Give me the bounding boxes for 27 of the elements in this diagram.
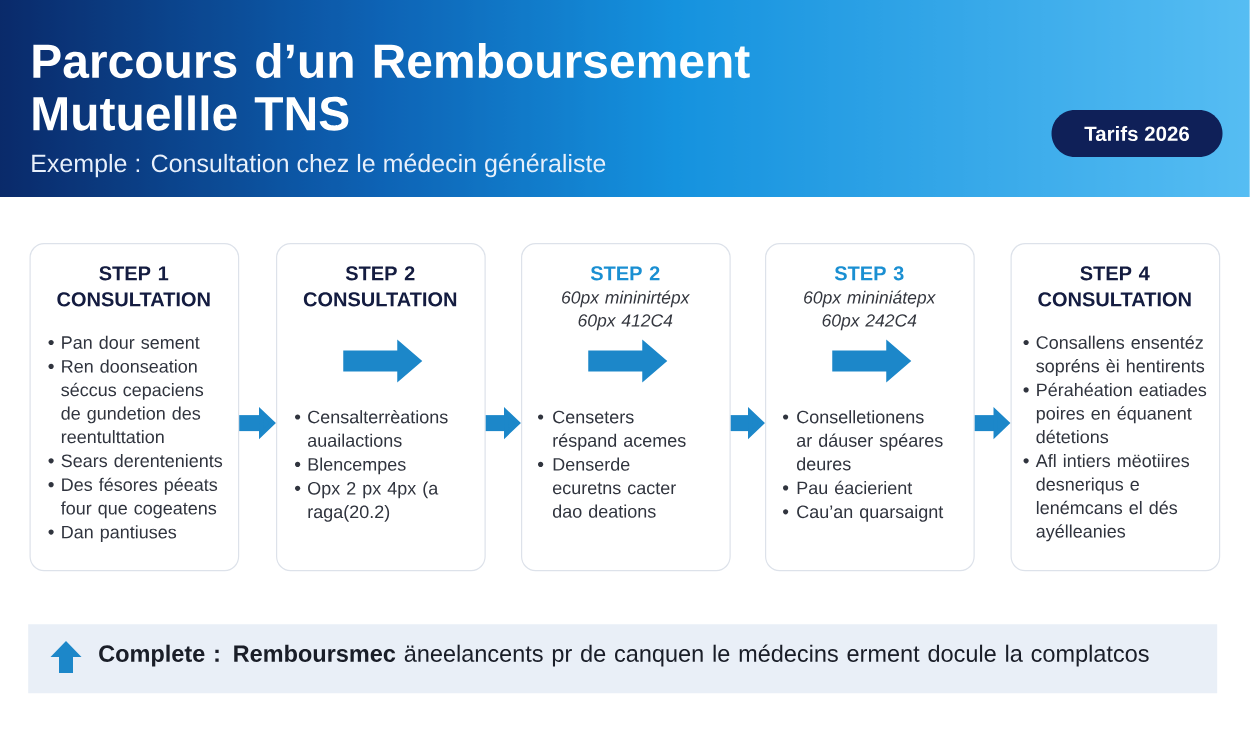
step-heading: STEP 2 — [590, 266, 660, 281]
bullet-item: Pan dour sement — [62, 335, 200, 349]
bullet-item: Denserde ecuretns cacter dao deations — [552, 457, 676, 518]
step-heading: STEP 3 — [834, 266, 904, 281]
bullet-item: Sears derentenients — [61, 453, 223, 468]
bullet-item: Pau éacierient — [797, 480, 913, 495]
bullet-item: Pérahéation eatiades poires en équanent détetions — [1036, 382, 1207, 444]
step-subtitle: 60px mininiátepx 60px 242C4 — [804, 290, 936, 331]
bullet-item: Conselletionens ar dáuser spéares deures — [796, 410, 943, 471]
bullet-item: Des fésores péeats four que cogeatens — [60, 477, 218, 519]
title: Parcours d’un Remboursement Mutuellle TNS — [33, 42, 750, 131]
step-subtitle: 60px mininirtépx 60px 412C4 — [562, 290, 690, 331]
step-heading: STEP 2 CONSULTATION — [303, 266, 457, 307]
step-heading: STEP 4 CONSULTATION — [1038, 266, 1191, 307]
bullet-item: Opx 2 px 4px (a raga(20.2) — [308, 481, 439, 522]
bullet-item: Blencempes — [308, 457, 406, 475]
subtitle: Exemple : Consultation chez le médecin généraliste — [32, 153, 606, 178]
bullet-item: Afl intiers mëotiires desneriqus e lenémcans el dés ayélleanies — [1035, 453, 1190, 542]
bullet-item: Dan pantiuses — [62, 525, 177, 543]
bullet-item: Censeters réspand acemes — [553, 410, 686, 451]
bullet-item: Censalterrèations auailactions — [307, 409, 448, 447]
bullet-item: Cau’an quarsaignt — [797, 504, 944, 522]
pill-badge: Tarifs 2026 — [1051, 110, 1223, 157]
bullet-item: Ren doonseation séccus cepaciens de gundetion des reentulttation — [61, 359, 204, 444]
step-heading: STEP 1 CONSULTATION — [57, 266, 210, 307]
note-banner: Complete : Remboursmec äneelancents pr de canquen le médecins erment docule la complatcos — [28, 624, 1218, 694]
bullet-item: Consallens ensentéz sopréns èi hentirents — [1036, 335, 1205, 376]
